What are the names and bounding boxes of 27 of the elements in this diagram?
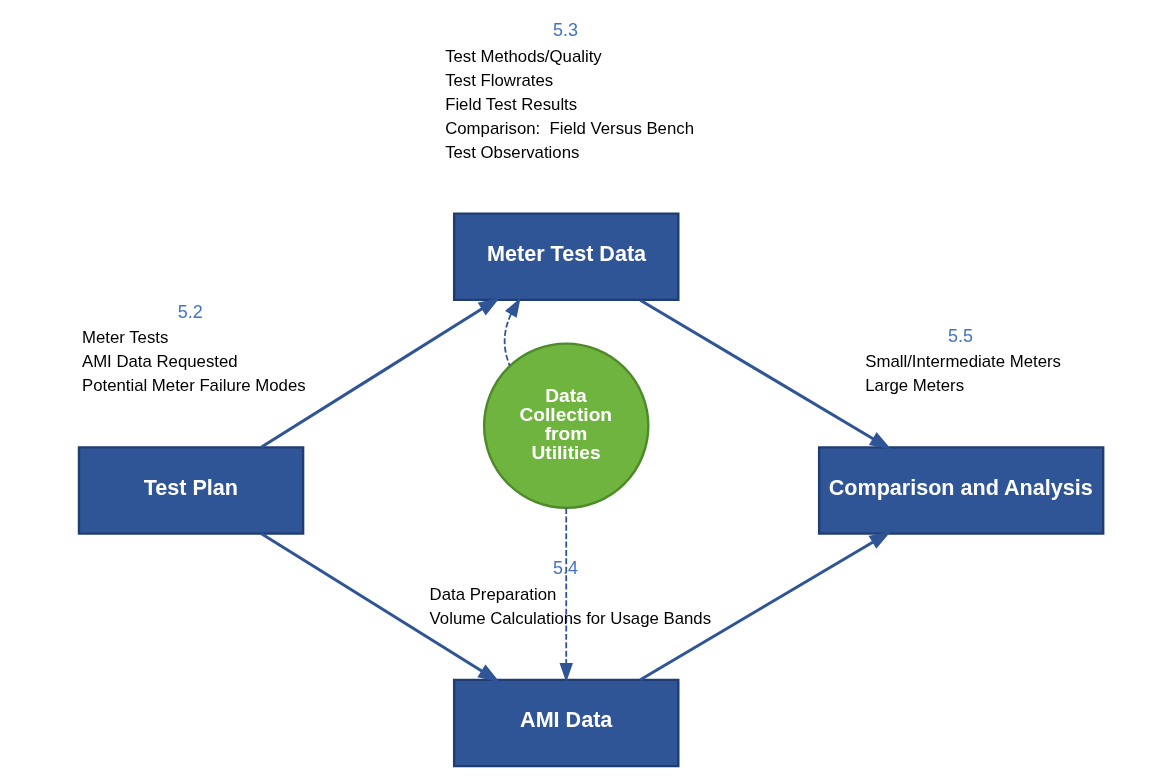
arrow (260, 532, 500, 683)
node-box: Comparison and Analysis (817, 446, 1104, 535)
node-label: Comparison: Field Versus Bench (444, 118, 694, 138)
arrow (559, 507, 573, 683)
node-label: Test Flowrates (444, 70, 553, 90)
node-label: Data Preparation (429, 584, 556, 604)
node-label: 5.3 (552, 20, 578, 41)
node-label: Meter Tests (81, 328, 168, 348)
node-box: AMI Data (452, 678, 679, 768)
node-label: 5.4 (552, 558, 578, 579)
node-label: 5.2 (177, 301, 203, 322)
node-label: AMI Data Requested (81, 352, 238, 372)
node-label: 5.5 (947, 325, 973, 346)
arrow (260, 297, 500, 449)
node-label: Large Meters (864, 376, 964, 396)
node-circle: Data Collection from Utilities (482, 342, 650, 510)
node-label: Small/Intermediate Meters (864, 352, 1061, 372)
node-label: Field Test Results (444, 94, 577, 114)
arrow (639, 298, 891, 450)
node-label: Potential Meter Failure Modes (81, 376, 306, 396)
arrow (503, 297, 521, 367)
node-box: Test Plan (77, 446, 304, 535)
node-label: Test Observations (444, 142, 579, 162)
node-label: Test Methods/Quality (444, 46, 602, 66)
node-box: Meter Test Data (452, 212, 679, 302)
node-label: Volume Calculations for Usage Bands (429, 608, 711, 628)
arrow (639, 531, 891, 682)
